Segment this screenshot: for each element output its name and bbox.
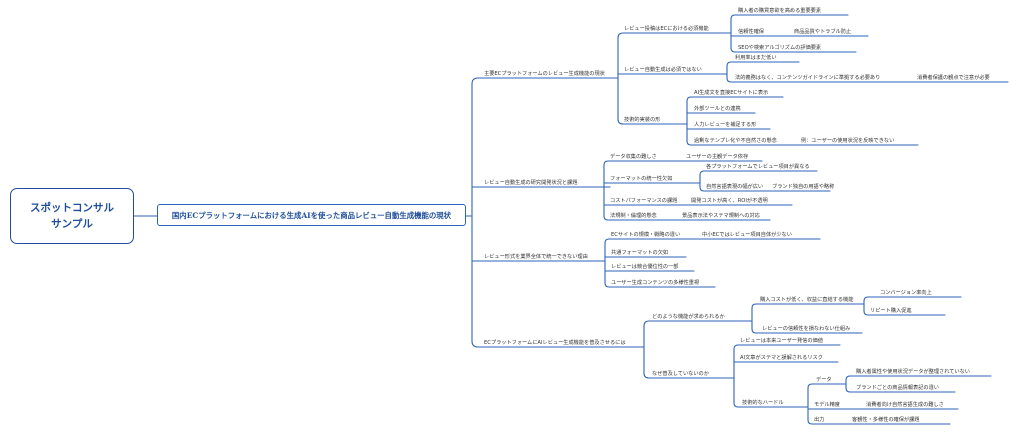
branch-4-2-a[interactable]: レビューは本来ユーザー発信の価値 bbox=[740, 338, 823, 344]
branch-1-3-b[interactable]: 外部ツールとの連携 bbox=[694, 106, 741, 112]
branch-1-1-b1[interactable]: 商品品質やトラブル防止 bbox=[794, 29, 852, 35]
branch-3-a[interactable]: ECサイトの規模・戦略の違い bbox=[611, 232, 681, 238]
branch-4-2-c1[interactable]: データ bbox=[816, 377, 832, 383]
main-topic-node[interactable]: 国内ECプラットフォームにおける生成AIを使った商品レビュー自動生成機能の現状 bbox=[157, 204, 466, 226]
branch-1-1-node[interactable]: レビュー投稿はECにおける必須機能 bbox=[624, 26, 709, 32]
branch-1-2-b1[interactable]: 消費者保護の観点で注意が必要 bbox=[917, 75, 990, 81]
branch-2-c1[interactable]: 開発コストが高く、ROIが不透明 bbox=[691, 198, 768, 204]
branch-2-a[interactable]: データ収集の難しさ bbox=[610, 154, 657, 160]
branch-4-2-c2a[interactable]: 消費者向け自然言語生成の難しさ bbox=[866, 402, 944, 408]
branch-4-1-a2[interactable]: リピート購入促進 bbox=[870, 308, 912, 314]
branch-2-a1[interactable]: ユーザーの主観データ依存 bbox=[686, 154, 749, 160]
branch-4-1-node[interactable]: どのような機能が求められるか bbox=[652, 314, 725, 320]
branch-2-node[interactable]: レビュー自動生成の研究開発状況と課題 bbox=[484, 180, 578, 186]
branch-2-b[interactable]: フォーマットの統一性欠如 bbox=[610, 176, 673, 182]
branch-1-2-node[interactable]: レビュー自動生成は必須ではない bbox=[624, 67, 702, 73]
branch-1-2-b[interactable]: 法的義務はなく、コンテンツガイドラインに準拠する必要あり bbox=[735, 75, 881, 81]
branch-2-b2a[interactable]: ブランド独自の用語や略称 bbox=[772, 184, 835, 190]
branch-1-3-node[interactable]: 技術的実装の形 bbox=[624, 117, 661, 123]
branch-4-2-c3a[interactable]: 客観性・多様性の確保が課題 bbox=[852, 417, 920, 423]
branch-3-b[interactable]: 共通フォーマットの欠如 bbox=[611, 250, 669, 256]
branch-4-2-b[interactable]: AI文章がステマと誤解されるリスク bbox=[740, 355, 823, 361]
branch-2-c[interactable]: コストパフォーマンスの課題 bbox=[610, 198, 678, 204]
branch-1-1-a[interactable]: 購入者の購買意欲を高める重要要素 bbox=[738, 8, 822, 14]
root-line2: サンプル bbox=[51, 218, 93, 230]
branch-4-2-c1a[interactable]: 購入者属性や使用状況データが整理されていない bbox=[856, 369, 970, 375]
root-line1: スポットコンサル bbox=[30, 202, 114, 214]
branch-3-a1[interactable]: 中小ECではレビュー項目自体が少ない bbox=[702, 232, 792, 238]
branch-4-1-b[interactable]: レビューの信頼性を損なわない仕組み bbox=[762, 326, 851, 332]
branch-3-d[interactable]: ユーザー生成コンテンツの多様性重視 bbox=[611, 280, 700, 286]
branch-4-2-c[interactable]: 技術的なハードル bbox=[742, 400, 784, 406]
branch-4-1-a1[interactable]: コンバージョン率向上 bbox=[880, 290, 932, 296]
branch-1-3-a[interactable]: AI生成文を直接ECサイトに表示 bbox=[694, 90, 769, 96]
branch-2-b1[interactable]: 各プラットフォームでレビュー項目が異なる bbox=[706, 164, 810, 170]
branch-2-d1[interactable]: 景品表示法やステマ規制への対応 bbox=[682, 213, 760, 219]
branch-4-2-c1b[interactable]: ブランドごとの商品情報表記の違い bbox=[856, 385, 939, 391]
branch-4-2-node[interactable]: なぜ普及していないのか bbox=[652, 371, 709, 377]
branch-1-3-d1[interactable]: 例：ユーザーの使用状況を反映できない bbox=[801, 138, 895, 144]
branch-4-2-c3[interactable]: 出力 bbox=[814, 417, 825, 423]
root-node[interactable]: スポットコンサル サンプル bbox=[10, 188, 134, 244]
branch-2-d[interactable]: 法規制・倫理的懸念 bbox=[610, 213, 657, 219]
branch-1-1-b[interactable]: 信頼性確保 bbox=[738, 29, 764, 35]
branch-4-2-c2[interactable]: モデル精度 bbox=[814, 402, 840, 408]
branch-1-2-a[interactable]: 利用率はまだ低い bbox=[735, 55, 777, 61]
branch-2-b2[interactable]: 自然言語表現の幅が広い bbox=[706, 184, 764, 190]
branch-4-1-a[interactable]: 購入コストが低く、収益に直結する機能 bbox=[760, 297, 854, 303]
branch-3-node[interactable]: レビュー形式を業界全体で統一できない理由 bbox=[484, 254, 588, 260]
branch-1-node[interactable]: 主要ECプラットフォームのレビュー生成機能の現状 bbox=[484, 71, 605, 77]
branch-3-c[interactable]: レビューは競合優位性の一部 bbox=[611, 264, 679, 270]
branch-1-3-d[interactable]: 過剰なテンプレ化や不自然さの懸念 bbox=[694, 138, 777, 144]
branch-1-3-c[interactable]: 人力レビューを補足する形 bbox=[694, 122, 757, 128]
branch-4-node[interactable]: ECプラットフォームにAIレビュー生成機能を普及させるには bbox=[484, 340, 626, 346]
main-topic-label: 国内ECプラットフォームにおける生成AIを使った商品レビュー自動生成機能の現状 bbox=[171, 210, 452, 220]
branch-1-1-c[interactable]: SEOや検索アルゴリズムの評価要素 bbox=[738, 45, 822, 51]
